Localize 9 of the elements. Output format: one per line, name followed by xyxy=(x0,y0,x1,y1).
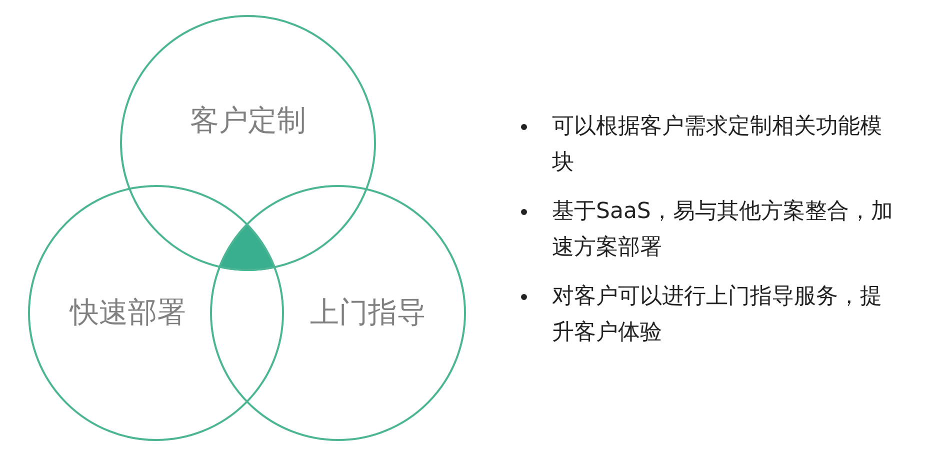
venn-circle xyxy=(28,185,284,441)
venn-circle xyxy=(210,185,466,441)
venn-circle xyxy=(120,15,376,271)
circle-label: 客户定制 xyxy=(190,102,306,139)
bullet-text: 基于SaaS，易与其他方案整合，加速方案部署 xyxy=(552,198,894,262)
circle-label: 快速部署 xyxy=(70,294,186,331)
bullet-text: 对客户可以进行上门指导服务，提升客户体验 xyxy=(552,283,883,347)
bullet-text: 可以根据客户需求定制相关功能模块 xyxy=(552,113,883,177)
circle-label: 上门指导 xyxy=(310,294,426,331)
